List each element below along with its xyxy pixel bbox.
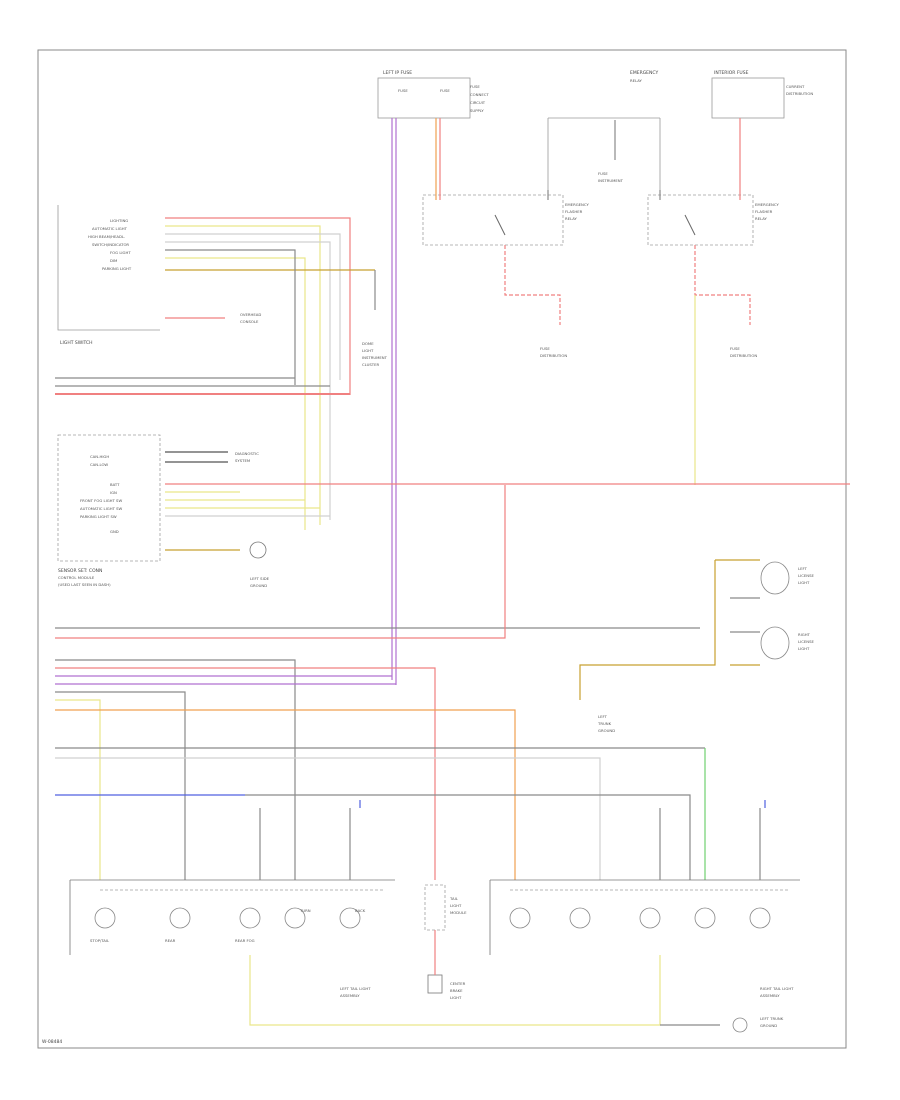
svg-text:TRUNK: TRUNK: [597, 721, 612, 726]
svg-text:GROUND: GROUND: [598, 728, 615, 733]
right-tail-light: RIGHT TAIL LIGHT ASSEMBLY: [489, 879, 800, 998]
svg-text:FOG LIGHT: FOG LIGHT: [110, 250, 131, 255]
svg-text:SUPPLY: SUPPLY: [470, 108, 484, 113]
svg-text:REAR FOG: REAR FOG: [235, 938, 255, 943]
svg-text:LIGHT SWITCH: LIGHT SWITCH: [60, 340, 93, 346]
svg-text:SWITCH/INDICATOR: SWITCH/INDICATOR: [92, 242, 129, 247]
emergency-relay-box: EMERGENCY RELAY FUSE INSTRUMENT: [547, 70, 661, 190]
svg-text:STOP/TAIL: STOP/TAIL: [90, 938, 110, 943]
diagram-border: [37, 49, 847, 1049]
svg-text:CLUSTER: CLUSTER: [362, 362, 379, 367]
svg-text:INTERIOR FUSE: INTERIOR FUSE: [714, 70, 749, 76]
svg-text:SYSTEM: SYSTEM: [235, 458, 250, 463]
svg-text:FUSE: FUSE: [598, 171, 608, 176]
left-tail-light: STOP/TAIL REAR REAR FOG TURN BACK LEFT T…: [69, 879, 395, 998]
svg-text:HIGH BEAM/HEADL.: HIGH BEAM/HEADL.: [88, 234, 125, 239]
svg-text:PARKING LIGHT: PARKING LIGHT: [102, 266, 132, 271]
svg-text:LEFT IP FUSE: LEFT IP FUSE: [383, 70, 412, 76]
svg-text:FLASHER: FLASHER: [565, 209, 583, 214]
svg-text:CENTER: CENTER: [450, 981, 466, 986]
svg-text:BRAKE: BRAKE: [450, 988, 463, 993]
svg-text:AUTOMATIC LIGHT SW: AUTOMATIC LIGHT SW: [80, 506, 123, 511]
svg-text:DISTRIBUTION: DISTRIBUTION: [540, 353, 567, 358]
svg-text:CAN-HIGH: CAN-HIGH: [90, 454, 109, 459]
svg-text:ASSEMBLY: ASSEMBLY: [340, 993, 360, 998]
svg-text:DIM: DIM: [110, 258, 117, 263]
right-lamps: LEFT LICENSE LIGHT RIGHT LICENSE LIGHT L…: [579, 559, 815, 733]
svg-text:TAIL: TAIL: [449, 896, 459, 901]
svg-text:AUTOMATIC LIGHT: AUTOMATIC LIGHT: [92, 226, 128, 231]
svg-text:RIGHT TAIL LIGHT: RIGHT TAIL LIGHT: [760, 986, 794, 991]
svg-text:CONTROL MODULE: CONTROL MODULE: [58, 575, 95, 580]
svg-text:CAN-LOW: CAN-LOW: [90, 462, 108, 467]
svg-text:FUSE: FUSE: [470, 84, 480, 89]
svg-text:GROUND: GROUND: [250, 583, 267, 588]
svg-text:FUSE: FUSE: [398, 88, 408, 93]
svg-text:SENSOR SET: CONN: SENSOR SET: CONN: [58, 568, 102, 574]
svg-text:RIGHT: RIGHT: [798, 632, 811, 637]
svg-text:DISTRIBUTION: DISTRIBUTION: [730, 353, 757, 358]
svg-text:RELAY: RELAY: [630, 78, 643, 83]
svg-text:LEFT: LEFT: [598, 714, 608, 719]
svg-text:INSTRUMENT: INSTRUMENT: [362, 355, 388, 360]
svg-text:CURRENT: CURRENT: [786, 84, 805, 89]
relay-left: EMERGENCY FLASHER RELAY: [422, 194, 589, 246]
light-switch: LIGHT SWITCH LIGHTING AUTOMATIC LIGHT HI…: [57, 205, 160, 346]
svg-text:GROUND: GROUND: [760, 1023, 777, 1028]
svg-text:PARKING LIGHT SW: PARKING LIGHT SW: [80, 514, 117, 519]
svg-text:INSTRUMENT: INSTRUMENT: [598, 178, 624, 183]
svg-text:DIAGNOSTIC: DIAGNOSTIC: [235, 451, 259, 456]
relay-right: EMERGENCY FLASHER RELAY: [647, 194, 779, 246]
module-box: CAN-HIGH CAN-LOW BATT IGN FRONT FOG LIGH…: [57, 434, 161, 587]
svg-text:OVERHEAD: OVERHEAD: [240, 312, 261, 317]
svg-text:LEFT TRUNK: LEFT TRUNK: [760, 1016, 784, 1021]
svg-text:IGN: IGN: [110, 490, 117, 495]
svg-text:ASSEMBLY: ASSEMBLY: [760, 993, 780, 998]
svg-text:RELAY: RELAY: [755, 216, 768, 221]
svg-text:LIGHT: LIGHT: [450, 995, 462, 1000]
svg-text:EMERGENCY: EMERGENCY: [630, 70, 658, 76]
svg-text:FUSE: FUSE: [540, 346, 550, 351]
svg-text:(USED LAST SEEN IN DASH): (USED LAST SEEN IN DASH): [58, 582, 111, 587]
svg-text:GND: GND: [110, 529, 119, 534]
svg-text:MODULE: MODULE: [450, 910, 467, 915]
svg-text:LICENSE: LICENSE: [798, 639, 815, 644]
svg-text:CONSOLE: CONSOLE: [240, 319, 259, 324]
svg-text:FUSE: FUSE: [440, 88, 450, 93]
svg-text:LIGHT: LIGHT: [798, 580, 810, 585]
svg-text:LIGHT: LIGHT: [798, 646, 810, 651]
svg-text:RELAY: RELAY: [565, 216, 578, 221]
svg-text:LICENSE: LICENSE: [798, 573, 815, 578]
svg-text:REAR: REAR: [165, 938, 176, 943]
svg-text:TURN: TURN: [299, 908, 311, 913]
svg-text:CONNECT: CONNECT: [470, 92, 489, 97]
svg-text:LIGHT: LIGHT: [450, 903, 462, 908]
svg-text:FLASHER: FLASHER: [755, 209, 773, 214]
svg-text:LIGHT: LIGHT: [362, 348, 374, 353]
svg-text:LEFT TAIL LIGHT: LEFT TAIL LIGHT: [340, 986, 371, 991]
svg-text:LIGHTING: LIGHTING: [110, 218, 128, 223]
svg-text:FUSE: FUSE: [730, 346, 740, 351]
svg-text:CIRCUIT: CIRCUIT: [470, 100, 486, 105]
svg-text:FRONT FOG LIGHT SW: FRONT FOG LIGHT SW: [80, 498, 122, 503]
diagram-code: W-08484: [42, 1039, 62, 1045]
svg-text:EMERGENCY: EMERGENCY: [565, 202, 589, 207]
svg-text:LEFT SIDE: LEFT SIDE: [250, 576, 270, 581]
center-relay: TAIL LIGHT MODULE CENTER BRAKE LIGHT: [424, 884, 467, 1000]
fuse-block-right: INTERIOR FUSE CURRENT DISTRIBUTION: [711, 70, 813, 119]
svg-text:BATT: BATT: [110, 482, 120, 487]
svg-text:LEFT: LEFT: [798, 566, 808, 571]
svg-text:EMERGENCY: EMERGENCY: [755, 202, 779, 207]
svg-text:DOME: DOME: [362, 341, 374, 346]
fuse-block-left: LEFT IP FUSE FUSE FUSE FUSE CONNECT CIRC…: [377, 70, 489, 119]
svg-text:DISTRIBUTION: DISTRIBUTION: [786, 91, 813, 96]
svg-text:BACK: BACK: [355, 908, 366, 913]
